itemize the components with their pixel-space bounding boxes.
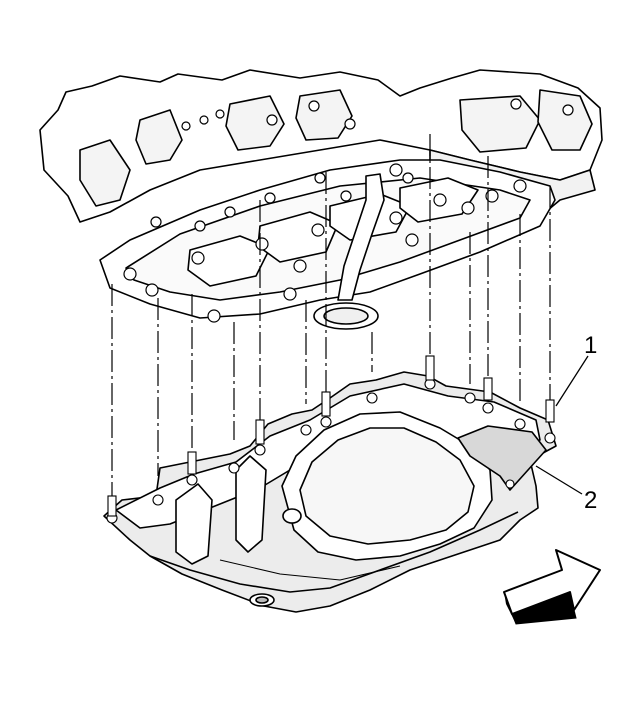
- bolt-alignment-lines: [111, 134, 551, 496]
- pan-bolt-holes: [106, 378, 556, 524]
- pan-bolts: [107, 355, 555, 517]
- front-direction-arrow-icon: [503, 549, 601, 625]
- oil-pan: [103, 371, 557, 613]
- callout-1-label: 1: [584, 332, 598, 359]
- block-bolt-bosses: [123, 98, 574, 323]
- callout-2-label: 2: [584, 487, 598, 514]
- leader-lines: [535, 355, 589, 495]
